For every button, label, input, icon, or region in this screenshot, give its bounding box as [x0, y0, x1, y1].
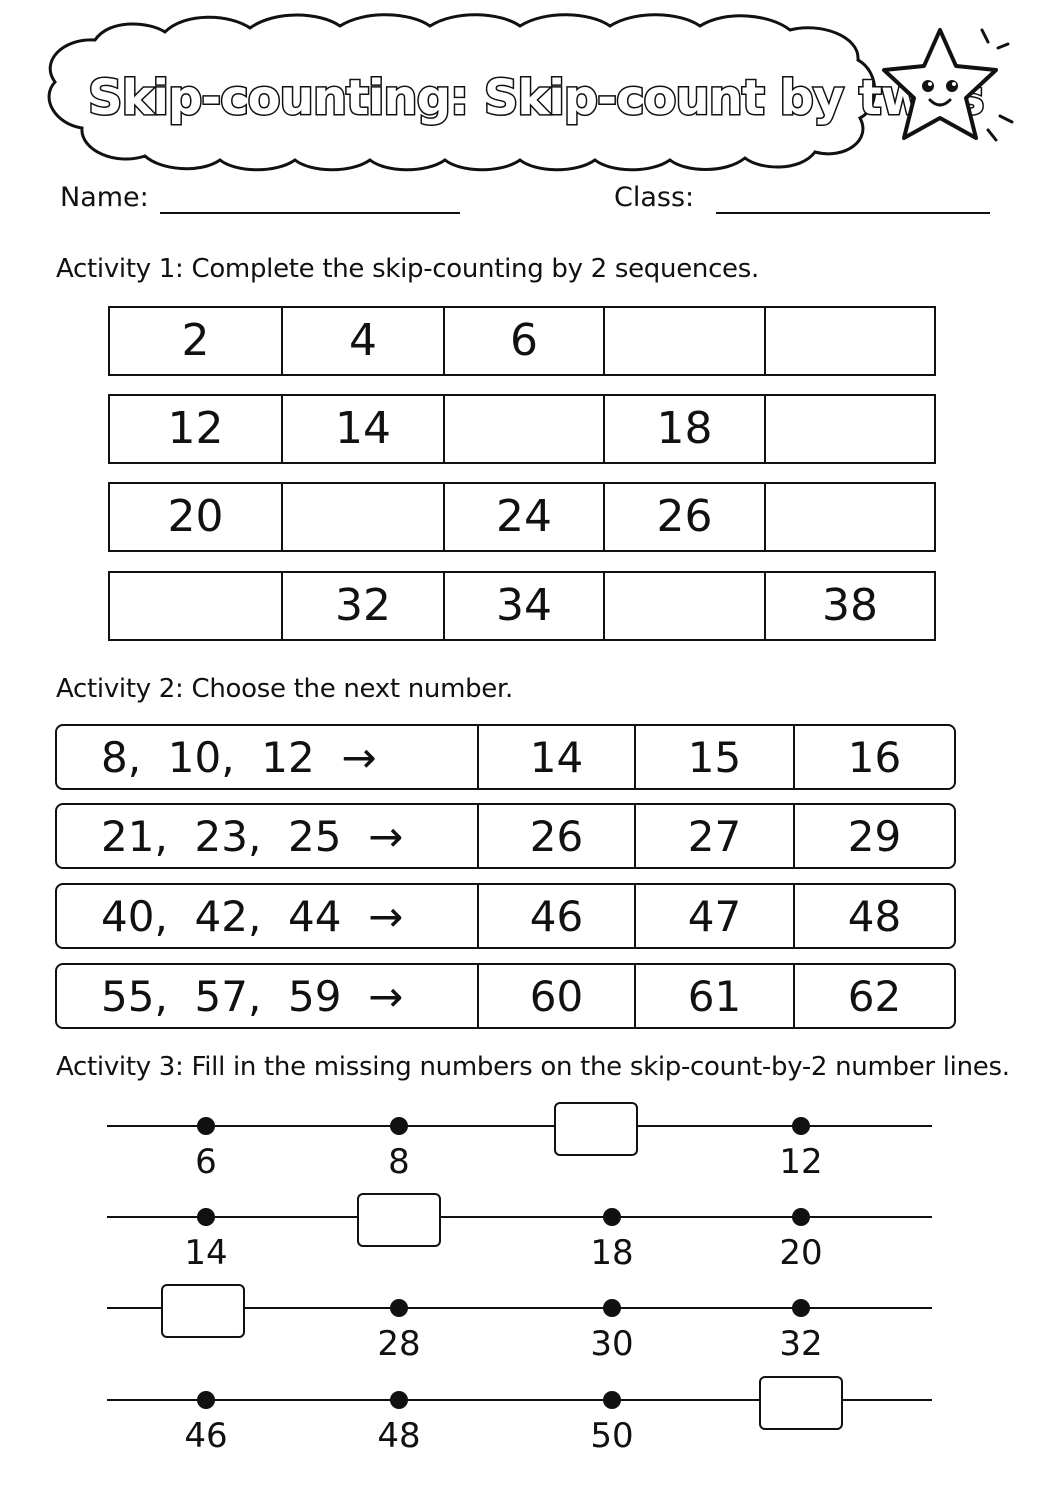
sequence-cell: 18	[603, 394, 766, 464]
sequence-cell: 14	[281, 394, 445, 464]
choice-option[interactable]: 60	[479, 965, 636, 1027]
name-label: Name:	[60, 182, 149, 213]
sequence-blank-cell[interactable]	[281, 482, 445, 552]
sequence-cell: 20	[108, 482, 283, 552]
number-line-label: 18	[590, 1233, 634, 1273]
number-line-tick	[792, 1117, 810, 1135]
number-line-tick	[603, 1299, 621, 1317]
choice-prompt: 55, 57, 59 →	[57, 965, 479, 1027]
number-line-label: 50	[590, 1416, 634, 1456]
number-line-label: 12	[779, 1142, 823, 1182]
number-line	[107, 1216, 932, 1218]
number-line-tick	[390, 1391, 408, 1409]
sequence-cell: 26	[603, 482, 766, 552]
choice-option[interactable]: 14	[479, 726, 636, 788]
smiling-star-icon	[882, 28, 1014, 142]
sequence-cell: 12	[108, 394, 283, 464]
sequence-blank-cell[interactable]	[108, 571, 283, 641]
number-line-answer-box[interactable]	[161, 1284, 245, 1338]
number-line-tick	[390, 1299, 408, 1317]
number-line-label: 20	[779, 1233, 823, 1273]
choice-prompt: 21, 23, 25 →	[57, 805, 479, 867]
choice-option[interactable]: 29	[847, 811, 902, 861]
number-line-label: 30	[590, 1324, 634, 1364]
activity1-heading: Activity 1: Complete the skip-counting b…	[56, 254, 759, 284]
number-line-label: 46	[184, 1416, 228, 1456]
sequence-blank-cell[interactable]	[764, 306, 936, 376]
sequence-blank-cell[interactable]	[764, 394, 936, 464]
sequence-blank-cell[interactable]	[443, 394, 605, 464]
number-line	[107, 1125, 932, 1127]
sequence-blank-cell[interactable]	[603, 306, 766, 376]
sequence-blank-cell[interactable]	[603, 571, 766, 641]
choice-option[interactable]: 62	[847, 971, 902, 1021]
number-line-tick	[603, 1391, 621, 1409]
number-line	[107, 1307, 932, 1309]
choice-option[interactable]: 46	[479, 885, 636, 947]
sequence-blank-cell[interactable]	[764, 482, 936, 552]
sequence-cell: 32	[281, 571, 445, 641]
activity3-heading: Activity 3: Fill in the missing numbers …	[56, 1052, 1010, 1082]
worksheet-title: Skip-counting: Skip-count by twos	[87, 69, 987, 128]
number-line-label: 28	[377, 1324, 421, 1364]
choice-option[interactable]: 48	[847, 891, 902, 941]
choice-prompt: 8, 10, 12 →	[57, 726, 479, 788]
choice-prompt: 40, 42, 44 →	[57, 885, 479, 947]
choice-option[interactable]: 27	[636, 805, 795, 867]
sequence-cell: 34	[443, 571, 605, 641]
choice-option[interactable]: 61	[636, 965, 795, 1027]
number-line-tick	[197, 1208, 215, 1226]
number-line-label: 14	[184, 1233, 228, 1273]
number-line-tick	[792, 1208, 810, 1226]
number-line	[107, 1399, 932, 1401]
class-label: Class:	[614, 182, 695, 213]
sequence-cell: 2	[108, 306, 283, 376]
number-line-answer-box[interactable]	[554, 1102, 638, 1156]
sequence-cell: 4	[281, 306, 445, 376]
number-line-label: 8	[388, 1142, 410, 1182]
sequence-cell: 38	[764, 571, 936, 641]
choice-option[interactable]: 47	[636, 885, 795, 947]
choice-option[interactable]: 15	[636, 726, 795, 788]
number-line-label: 48	[377, 1416, 421, 1456]
choice-option[interactable]: 16	[847, 732, 902, 782]
activity2-heading: Activity 2: Choose the next number.	[56, 674, 513, 704]
number-line-label: 6	[195, 1142, 217, 1182]
number-line-answer-box[interactable]	[357, 1193, 441, 1247]
name-field[interactable]	[160, 212, 460, 214]
number-line-tick	[792, 1299, 810, 1317]
sequence-cell: 24	[443, 482, 605, 552]
number-line-tick	[197, 1117, 215, 1135]
choice-option[interactable]: 26	[479, 805, 636, 867]
number-line-tick	[390, 1117, 408, 1135]
number-line-label: 32	[779, 1324, 823, 1364]
number-line-tick	[603, 1208, 621, 1226]
number-line-tick	[197, 1391, 215, 1409]
sequence-cell: 6	[443, 306, 605, 376]
number-line-answer-box[interactable]	[759, 1376, 843, 1430]
title-cloud-frame	[47, 13, 877, 172]
class-field[interactable]	[716, 212, 990, 214]
